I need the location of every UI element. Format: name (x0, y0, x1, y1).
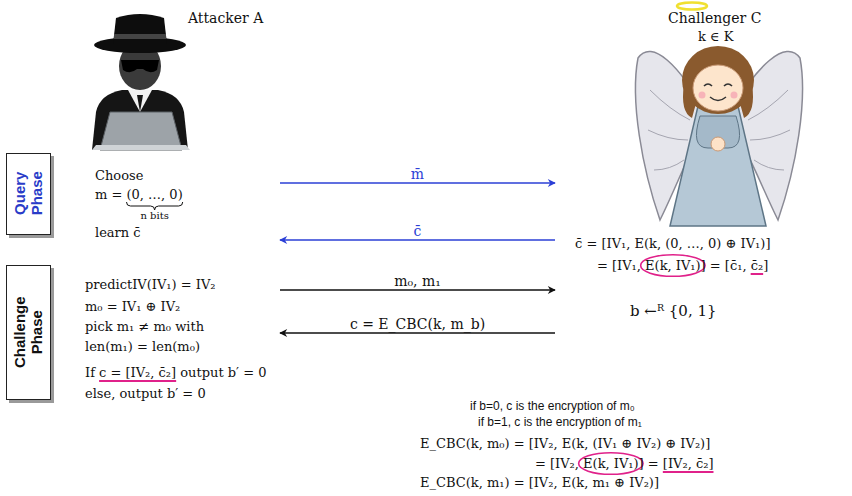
highlight-underline (663, 471, 714, 473)
spy-coat (92, 90, 188, 150)
message-label: m₀, m₁ (394, 273, 441, 289)
spy-hat-crown (113, 14, 167, 44)
key-label: k ∈ K (698, 30, 733, 45)
angel-blush (731, 92, 738, 99)
note-text: if b=0, c is the encryption of m₀ (470, 400, 635, 414)
angel-eyes (704, 84, 732, 86)
laptop-base (92, 145, 190, 150)
cbc-formula: = [IV₂, E(k, IV₁)] = [IV₂, c̄₂] (535, 457, 713, 472)
message-label: c̄ (414, 223, 422, 239)
actor-column: Challenger C k ∈ K (555, 4, 848, 346)
underbrace (126, 202, 182, 210)
attacker-figure (92, 14, 190, 150)
attacker-step: learn c̄ (95, 226, 141, 241)
challenger-formula: c̄ = [IV₁, E(k, (0, …, 0) ⊕ IV₁)] (575, 237, 770, 252)
attacker-step: predictIV(IV₁) = IV₂ (85, 278, 216, 293)
cbc-formula: E_CBC(k, m₁) = [IV₂, E(k, m₁ ⊕ IV₂)] (420, 476, 659, 491)
laptop-lid (100, 112, 182, 150)
angel-hands (711, 137, 725, 151)
attacker-step: else, output b′ = 0 (85, 387, 206, 402)
note-text: if b=1, c is the encryption of m₁ (478, 416, 642, 430)
attacker-step: If c = [IV₂, c̄₂] output b′ = 0 (85, 366, 266, 381)
message-label: c = E_CBC(k, m_b) (350, 316, 485, 332)
spy-tie (137, 95, 143, 112)
wing-feather (748, 90, 790, 170)
phase-box: Challenge Phase (6, 265, 51, 400)
angel-halo (677, 3, 707, 10)
message-arrow (280, 332, 555, 334)
random-bit: b ←ᴿ {0, 1} (630, 303, 717, 320)
highlight-underline (99, 380, 176, 382)
spy-hat-band (114, 34, 166, 39)
attacker-step: len(m₁) = len(m₀) (85, 340, 200, 355)
spy-glasses (121, 60, 159, 72)
message-label: m̄ (411, 166, 424, 182)
challenger-formula: = [IV₁, E(k, IV₁)] = [c̄₁, c̄₂] (597, 259, 768, 274)
phase-label: Query Phase (11, 156, 46, 230)
message-arrow (280, 289, 555, 291)
highlight-underline (751, 273, 764, 275)
cbc-formula: E_CBC(k, m₀) = [IV₂, E(k, (IV₁ ⊕ IV₂) ⊕ … (420, 437, 710, 452)
challenger-figure (635, 3, 802, 227)
attacker-step: m₀ = IV₁ ⊕ IV₂ (85, 300, 180, 315)
message-arrow (280, 239, 555, 240)
angel-robe (670, 103, 766, 226)
spy-collar (128, 90, 152, 112)
message-formula: m = (0, …, 0) (95, 188, 183, 203)
actor-heading: Attacker A (188, 10, 263, 26)
message-arrow (280, 182, 555, 183)
phase-label: Challenge Phase (11, 292, 46, 372)
brace-label: n bits (140, 210, 168, 222)
actor-heading: Challenger C (668, 10, 761, 26)
attacker-step: pick m₁ ≠ m₀ with (85, 320, 204, 335)
angel-face (693, 65, 743, 111)
attacker-step: Choose (95, 169, 143, 184)
angel-blush (699, 92, 706, 99)
angel-smile (710, 97, 726, 101)
phase-box: Query Phase (6, 153, 51, 235)
